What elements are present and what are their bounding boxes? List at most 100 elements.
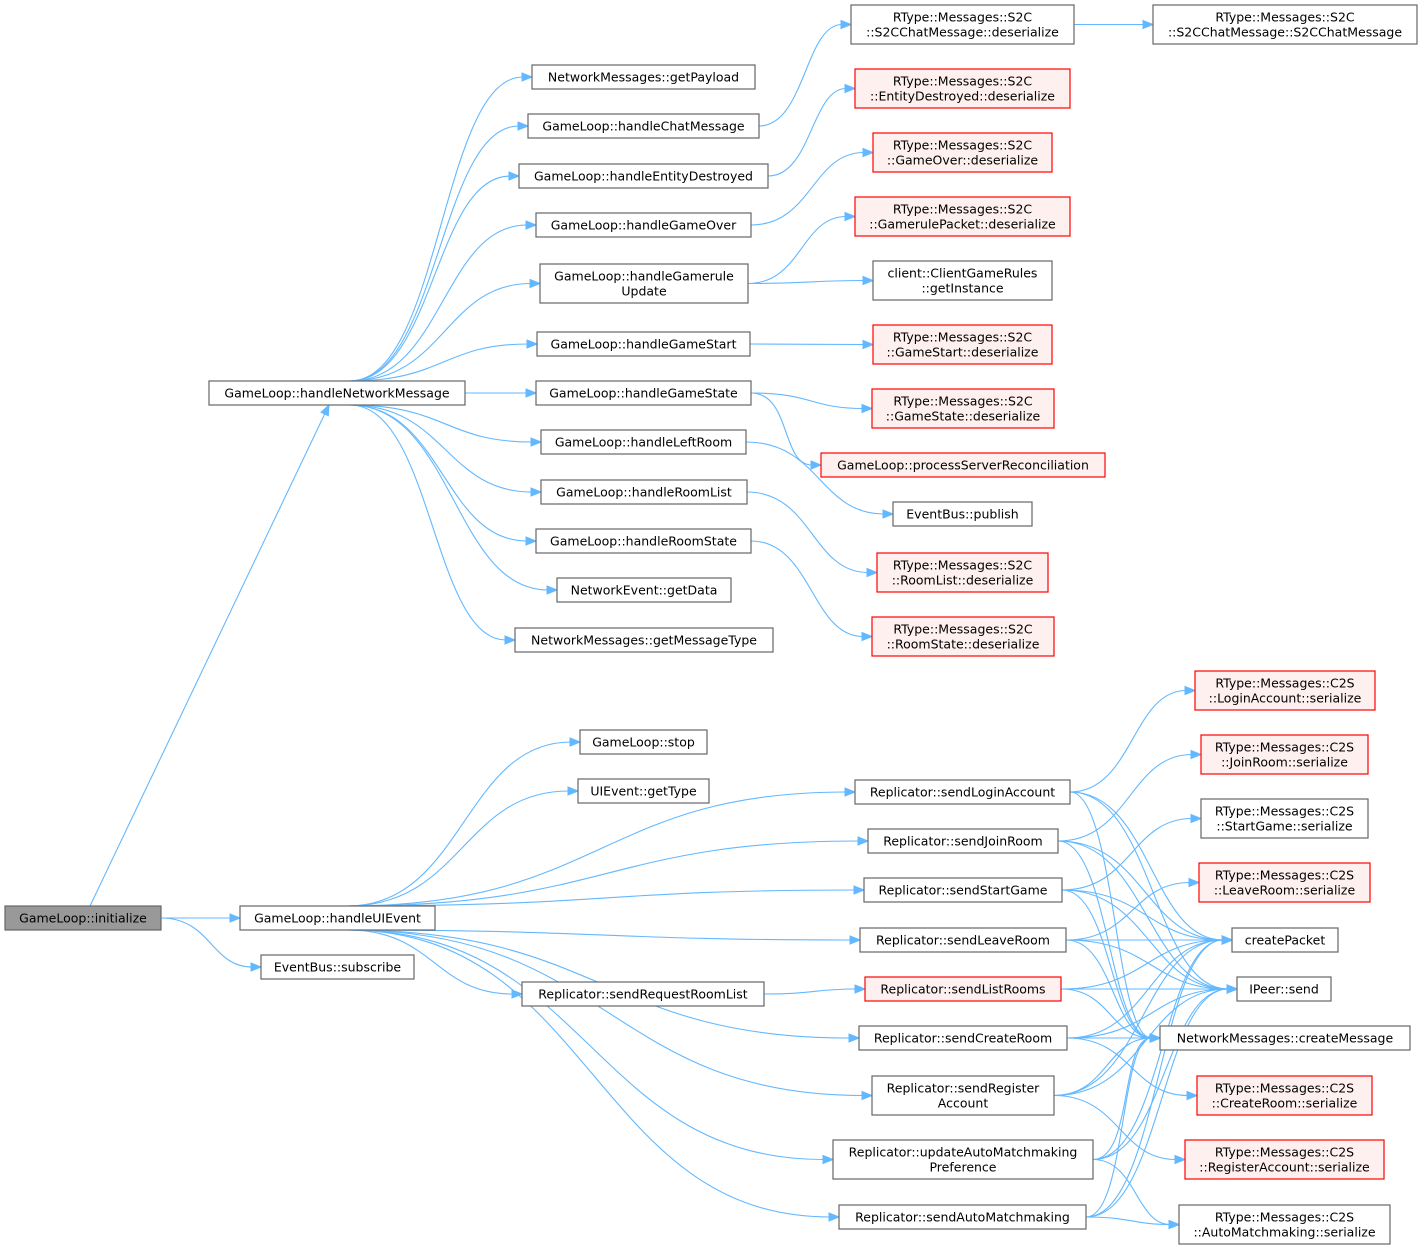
node-ipeer-send[interactable]: IPeer::send (1236, 976, 1332, 1002)
node-box[interactable] (1194, 670, 1376, 711)
node-send-login-account[interactable]: Replicator::sendLoginAccount (854, 779, 1071, 805)
node-box[interactable] (556, 577, 732, 603)
node-login-account-ser[interactable]: RType::Messages::C2S::LoginAccount::seri… (1194, 670, 1376, 711)
node-game-start-deser[interactable]: RType::Messages::S2C::GameStart::deseria… (872, 324, 1053, 365)
node-box[interactable] (535, 212, 752, 238)
node-initialize[interactable]: GameLoop::initialize (4, 905, 162, 931)
node-register-account-ser[interactable]: RType::Messages::C2S::RegisterAccount::s… (1184, 1139, 1385, 1180)
node-box[interactable] (514, 627, 774, 653)
node-handle-room-state[interactable]: GameLoop::handleRoomState (535, 528, 752, 554)
node-handle-network-message[interactable]: GameLoop::handleNetworkMessage (208, 380, 466, 406)
node-box[interactable] (260, 954, 415, 980)
node-handle-u-i-event[interactable]: GameLoop::handleUIEvent (239, 905, 436, 931)
node-get-instance[interactable]: client::ClientGameRules::getInstance (872, 260, 1053, 301)
node-stop[interactable]: GameLoop::stop (579, 729, 708, 755)
node-box[interactable] (535, 380, 752, 406)
node-box[interactable] (1196, 1075, 1373, 1116)
node-box[interactable] (521, 981, 765, 1007)
node-send-start-game[interactable]: Replicator::sendStartGame (863, 877, 1063, 903)
node-box[interactable] (518, 163, 769, 189)
node-box[interactable] (872, 132, 1053, 173)
node-box[interactable] (1159, 1025, 1411, 1051)
node-box[interactable] (1200, 798, 1369, 839)
node-box[interactable] (1184, 1139, 1385, 1180)
node-get-data[interactable]: NetworkEvent::getData (556, 577, 732, 603)
node-box[interactable] (872, 260, 1053, 301)
node-box[interactable] (854, 68, 1071, 109)
node-send-request-room-list[interactable]: Replicator::sendRequestRoomList (521, 981, 765, 1007)
node-s2c-chat-ctor[interactable]: RType::Messages::S2C::S2CChatMessage::S2… (1152, 4, 1418, 45)
node-handle-game-start[interactable]: GameLoop::handleGameStart (536, 331, 751, 357)
node-box[interactable] (864, 976, 1062, 1002)
node-entity-destroyed-deser[interactable]: RType::Messages::S2C::EntityDestroyed::d… (854, 68, 1071, 109)
node-handle-room-list[interactable]: GameLoop::handleRoomList (540, 479, 748, 505)
node-create-message[interactable]: NetworkMessages::createMessage (1159, 1025, 1411, 1051)
node-box[interactable] (1200, 734, 1369, 775)
node-auto-matchmaking-ser[interactable]: RType::Messages::C2S::AutoMatchmaking::s… (1178, 1204, 1391, 1245)
node-box[interactable] (872, 324, 1053, 365)
node-box[interactable] (1231, 927, 1339, 953)
node-box[interactable] (527, 113, 760, 139)
node-box[interactable] (539, 263, 749, 304)
node-leave-room-ser[interactable]: RType::Messages::C2S::LeaveRoom::seriali… (1198, 862, 1371, 903)
node-join-room-ser[interactable]: RType::Messages::C2S::JoinRoom::serializ… (1200, 734, 1369, 775)
node-process-server-reconciliation[interactable]: GameLoop::processServerReconciliation (820, 452, 1106, 478)
node-room-state-deser[interactable]: RType::Messages::S2C::RoomState::deseria… (871, 616, 1055, 657)
node-s2c-chat-deser[interactable]: RType::Messages::S2C::S2CChatMessage::de… (850, 4, 1075, 45)
node-send-list-rooms[interactable]: Replicator::sendListRooms (864, 976, 1062, 1002)
node-subscribe[interactable]: EventBus::subscribe (260, 954, 415, 980)
node-box[interactable] (536, 331, 751, 357)
node-box[interactable] (535, 528, 752, 554)
node-send-create-room[interactable]: Replicator::sendCreateRoom (858, 1025, 1068, 1051)
node-box[interactable] (871, 1075, 1055, 1116)
node-box[interactable] (838, 1204, 1087, 1230)
node-game-over-deser[interactable]: RType::Messages::S2C::GameOver::deserial… (872, 132, 1053, 173)
node-box[interactable] (577, 778, 710, 804)
node-handle-chat-message[interactable]: GameLoop::handleChatMessage (527, 113, 760, 139)
node-box[interactable] (854, 196, 1071, 237)
node-box[interactable] (1152, 4, 1418, 45)
node-handle-entity-destroyed[interactable]: GameLoop::handleEntityDestroyed (518, 163, 769, 189)
node-box[interactable] (867, 828, 1059, 854)
node-create-packet[interactable]: createPacket (1231, 927, 1339, 953)
node-handle-game-state[interactable]: GameLoop::handleGameState (535, 380, 752, 406)
node-box[interactable] (579, 729, 708, 755)
node-box[interactable] (540, 429, 747, 455)
node-send-join-room[interactable]: Replicator::sendJoinRoom (867, 828, 1059, 854)
node-get-message-type[interactable]: NetworkMessages::getMessageType (514, 627, 774, 653)
node-gamerule-packet-deser[interactable]: RType::Messages::S2C::GamerulePacket::de… (854, 196, 1071, 237)
node-room-list-deser[interactable]: RType::Messages::S2C::RoomList::deserial… (876, 552, 1049, 593)
node-box[interactable] (4, 905, 162, 931)
node-get-payload[interactable]: NetworkMessages::getPayload (531, 64, 756, 90)
node-game-state-deser[interactable]: RType::Messages::S2C::GameState::deseria… (871, 388, 1055, 429)
node-box[interactable] (876, 552, 1049, 593)
node-box[interactable] (531, 64, 756, 90)
node-handle-game-over[interactable]: GameLoop::handleGameOver (535, 212, 752, 238)
node-start-game-ser[interactable]: RType::Messages::C2S::StartGame::seriali… (1200, 798, 1369, 839)
node-box[interactable] (1198, 862, 1371, 903)
node-box[interactable] (820, 452, 1106, 478)
node-box[interactable] (239, 905, 436, 931)
node-box[interactable] (859, 927, 1067, 953)
node-box[interactable] (863, 877, 1063, 903)
node-send-leave-room[interactable]: Replicator::sendLeaveRoom (859, 927, 1067, 953)
node-box[interactable] (858, 1025, 1068, 1051)
node-get-type[interactable]: UIEvent::getType (577, 778, 710, 804)
node-box[interactable] (871, 616, 1055, 657)
node-send-auto-matchmaking[interactable]: Replicator::sendAutoMatchmaking (838, 1204, 1087, 1230)
node-box[interactable] (1236, 976, 1332, 1002)
node-box[interactable] (892, 501, 1033, 527)
node-publish[interactable]: EventBus::publish (892, 501, 1033, 527)
node-box[interactable] (1178, 1204, 1391, 1245)
node-update-auto-matchmaking-preference[interactable]: Replicator::updateAutoMatchmakingPrefere… (832, 1139, 1094, 1180)
node-box[interactable] (871, 388, 1055, 429)
node-box[interactable] (850, 4, 1075, 45)
node-handle-left-room[interactable]: GameLoop::handleLeftRoom (540, 429, 747, 455)
node-box[interactable] (854, 779, 1071, 805)
node-box[interactable] (208, 380, 466, 406)
node-box[interactable] (832, 1139, 1094, 1180)
node-box[interactable] (540, 479, 748, 505)
node-create-room-ser[interactable]: RType::Messages::C2S::CreateRoom::serial… (1196, 1075, 1373, 1116)
